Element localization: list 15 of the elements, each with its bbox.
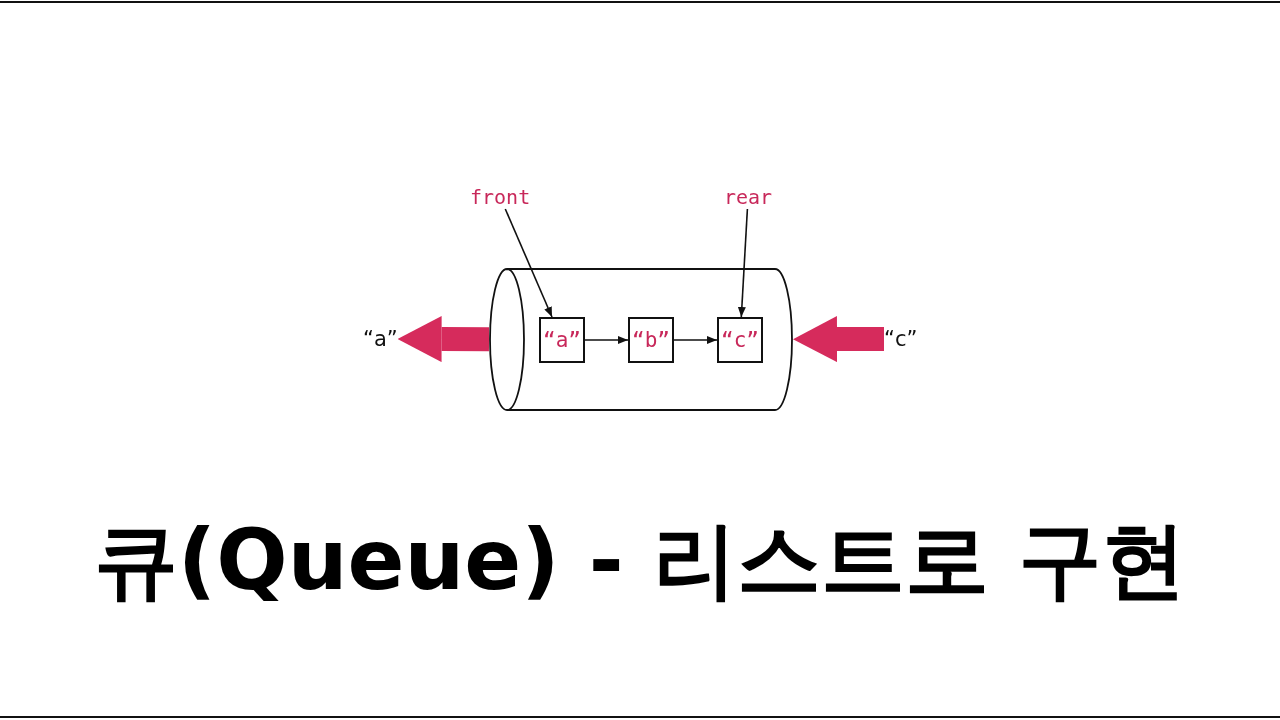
- block-arrow: [397, 316, 490, 363]
- dequeued-value: “a”: [363, 327, 398, 351]
- title: 큐(Queue) - 리스트로 구현: [92, 510, 1188, 611]
- queue-item: “c”: [717, 317, 763, 363]
- queue-item: “a”: [539, 317, 585, 363]
- arrow: [673, 336, 718, 344]
- enqueued-value: “c”: [884, 327, 918, 351]
- queue-item: “b”: [628, 317, 674, 363]
- pointer-label: front: [470, 185, 531, 209]
- pointer-label: rear: [724, 185, 773, 209]
- arrow: [737, 208, 749, 318]
- arrow: [584, 336, 629, 344]
- cylinder: [489, 268, 793, 411]
- arrow: [504, 208, 553, 318]
- block-arrow: [793, 316, 885, 363]
